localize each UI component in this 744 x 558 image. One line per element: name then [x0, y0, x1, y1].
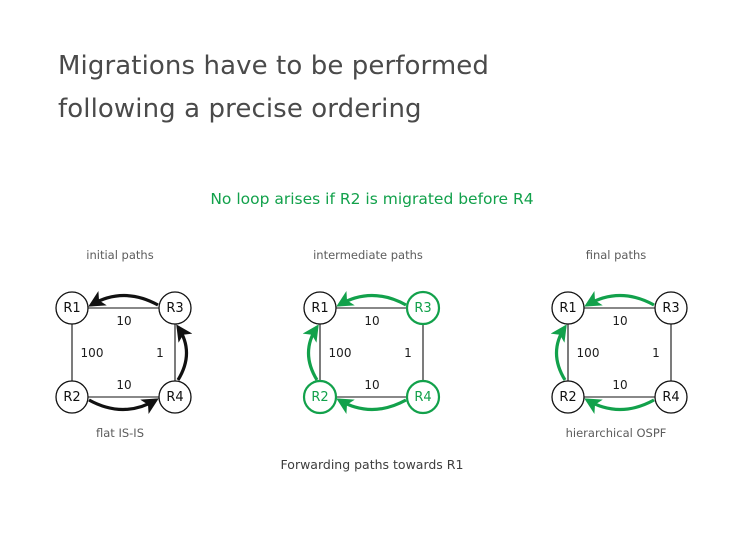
graph-node-label: R1 — [559, 301, 576, 316]
edge-weight-label: 10 — [116, 314, 131, 328]
graph-node-label: R1 — [311, 301, 328, 316]
edge-weight-label: 100 — [81, 346, 104, 360]
edge-weight-label: 100 — [329, 346, 352, 360]
graph-node-r1 — [551, 291, 585, 325]
edge-weight-label: 100 — [577, 346, 600, 360]
panel-heading: initial paths — [86, 248, 154, 262]
bottom-caption: Forwarding paths towards R1 — [280, 457, 464, 472]
graph-node-r1 — [55, 291, 89, 325]
graph-node-r4 — [654, 380, 688, 414]
subtitle-statement: No loop arises if R2 is migrated before … — [210, 190, 534, 208]
graph-node-label: R2 — [311, 390, 328, 405]
title-line-1: Migrations have to be performed — [58, 51, 489, 81]
graph-node-label: R2 — [559, 390, 576, 405]
graph-node-label: R2 — [63, 390, 80, 405]
forwarding-path-arrow — [550, 324, 567, 381]
panel-heading: intermediate paths — [313, 248, 423, 262]
forwarding-path-arrow — [88, 291, 159, 307]
graph-node-label: R3 — [662, 301, 679, 316]
edge-weight-label: 10 — [612, 378, 627, 392]
graph-node-label: R3 — [414, 301, 431, 316]
graph-node-r2 — [551, 380, 585, 414]
graph-node-label: R1 — [63, 301, 80, 316]
graph-node-r1 — [303, 291, 337, 325]
edge-weight-label: 10 — [364, 314, 379, 328]
graph-node-label: R3 — [166, 301, 183, 316]
graph-node-r3 — [654, 291, 688, 325]
forwarding-path-arrow — [336, 398, 407, 414]
forwarding-path-arrow — [176, 324, 193, 381]
edge-weight-label: 1 — [156, 346, 164, 360]
graph-node-r4 — [158, 380, 192, 414]
title-line-2: following a precise ordering — [58, 94, 422, 124]
edge-weight-label: 10 — [612, 314, 627, 328]
graph-node-label: R4 — [662, 390, 679, 405]
graph-node-r2 — [302, 379, 338, 415]
page-title: Migrations have to be performed followin… — [58, 45, 698, 131]
graph-node-r2 — [55, 380, 89, 414]
graph-node-r4 — [405, 379, 441, 415]
edge-weight-label: 1 — [652, 346, 660, 360]
forwarding-path-arrow — [584, 398, 655, 414]
panel-caption: hierarchical OSPF — [565, 426, 667, 440]
graph-node-label: R4 — [414, 390, 431, 405]
edge-weight-label: 10 — [116, 378, 131, 392]
graph-node-r3 — [405, 290, 441, 326]
forwarding-path-arrow — [336, 291, 407, 307]
edge-weight-label: 10 — [364, 378, 379, 392]
panel-heading: final paths — [585, 248, 647, 262]
graph-node-r3 — [158, 291, 192, 325]
edge-weight-label: 1 — [404, 346, 412, 360]
forwarding-path-arrow — [88, 398, 159, 414]
forwarding-path-arrow — [302, 324, 319, 381]
graph-node-label: R4 — [166, 390, 183, 405]
panel-caption: flat IS-IS — [96, 426, 144, 440]
forwarding-path-arrow — [584, 291, 655, 307]
